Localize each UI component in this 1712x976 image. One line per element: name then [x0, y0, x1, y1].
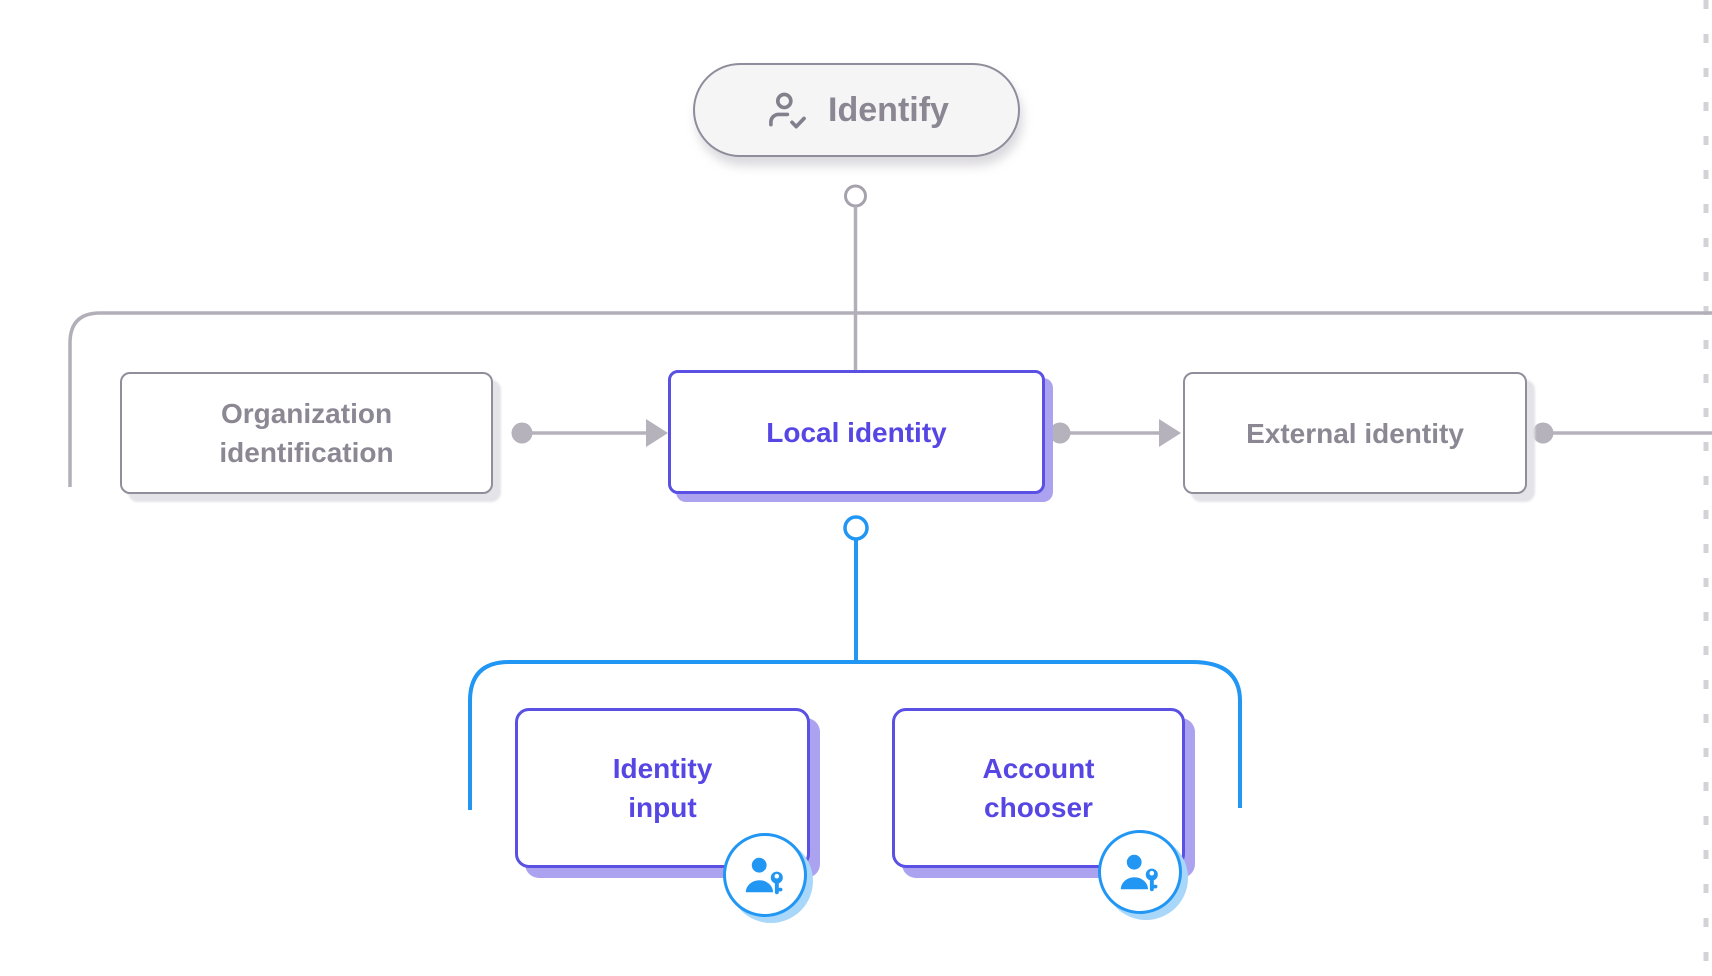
user-check-icon — [764, 87, 810, 133]
local-identity-subtree-connector — [468, 515, 1242, 810]
node-organization-identification[interactable]: Organization identification — [120, 372, 493, 494]
arrowhead-icon — [1159, 419, 1181, 447]
level1-sequence-connectors — [511, 419, 1712, 447]
node-label: Organization identification — [219, 398, 394, 468]
node-label: Identify — [828, 90, 949, 129]
root-port-ring — [844, 184, 867, 208]
node-local-identity[interactable]: Local identity — [668, 370, 1045, 494]
user-key-icon — [1116, 848, 1164, 896]
local-identity-port-ring — [843, 515, 869, 541]
node-label: External identity — [1246, 417, 1464, 449]
root-connector — [68, 184, 1712, 487]
node-label: Identity input — [612, 753, 713, 823]
node-identify[interactable]: Identify — [693, 63, 1020, 157]
user-key-icon — [741, 851, 789, 899]
account-chooser-user-key-badge — [1098, 830, 1182, 914]
node-label: Local identity — [766, 416, 947, 448]
identity-input-user-key-badge — [723, 833, 807, 917]
arrowhead-icon — [646, 419, 668, 447]
node-external-identity[interactable]: External identity — [1183, 372, 1527, 494]
node-label: Account chooser — [982, 753, 1095, 823]
node-account-chooser[interactable]: Account chooser — [892, 708, 1185, 868]
